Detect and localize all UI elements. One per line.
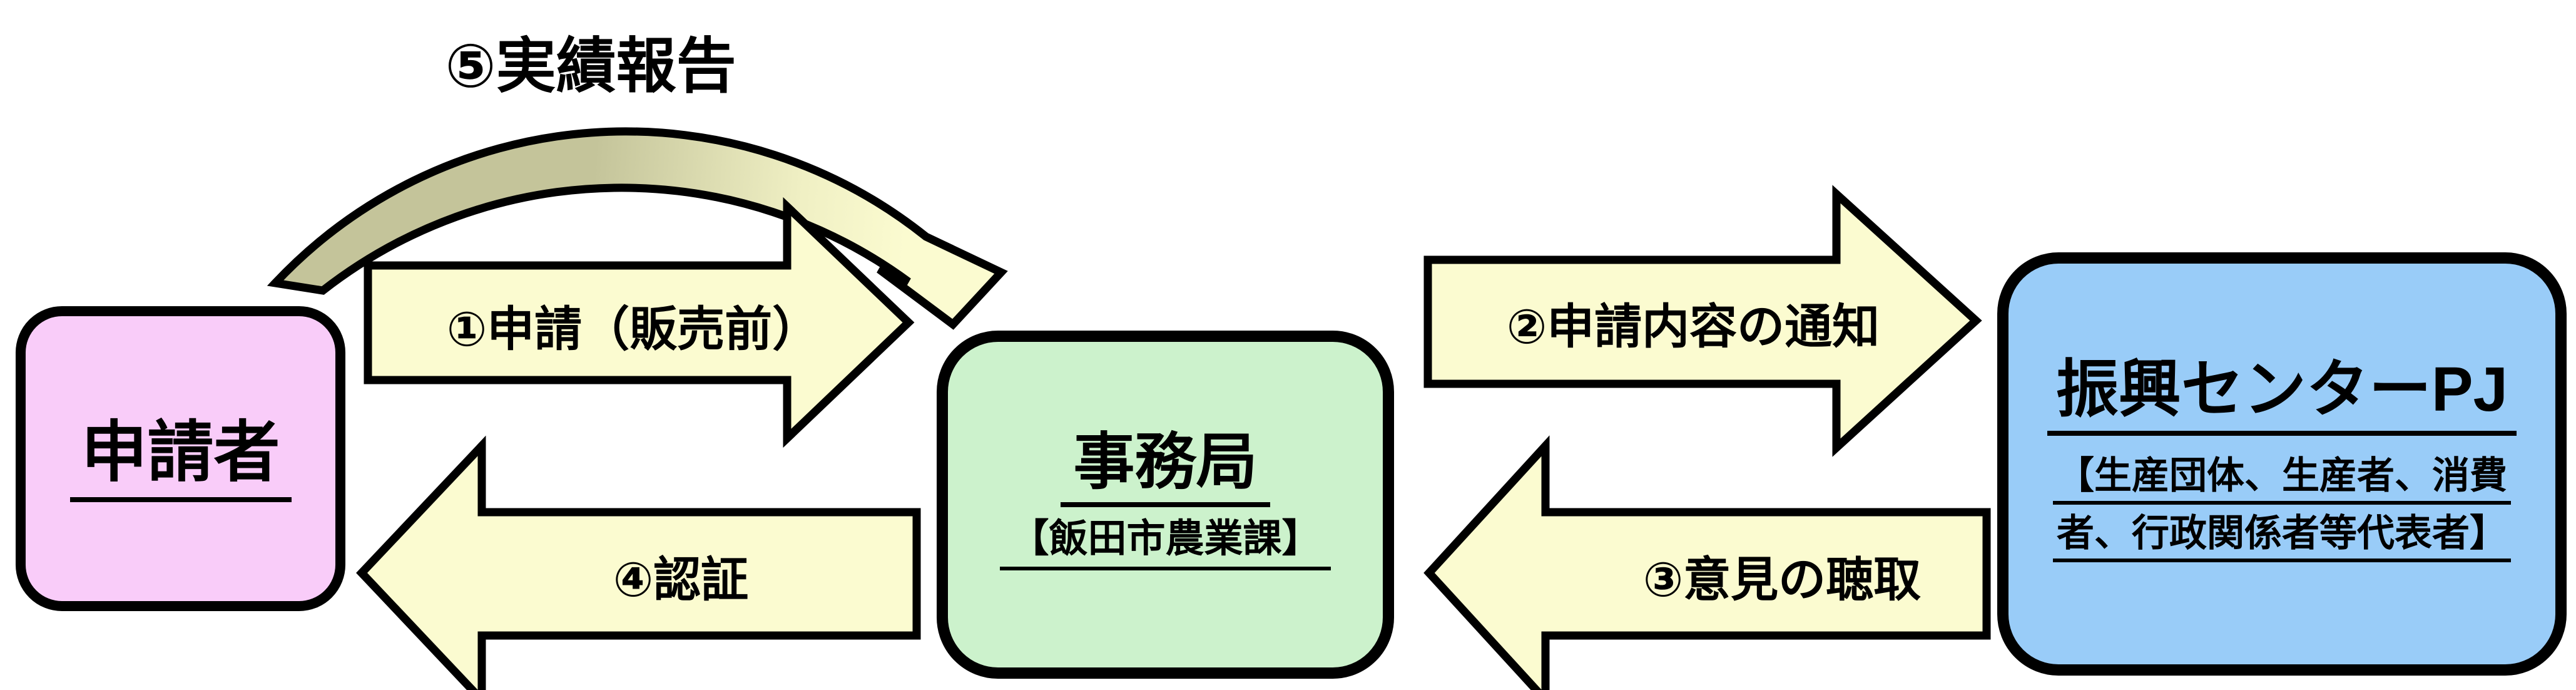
arrow-2-shape (1423, 185, 1982, 457)
node-secretariat-sublabel: 【飯田市農業課】 (1000, 516, 1331, 570)
node-promotion-center-sublabel-line1: 【生産団体、生産者、消費 (2052, 453, 2511, 505)
arrow-5-label: ⑤実績報告 (445, 33, 736, 100)
arrow-2-label: ②申請内容の通知 (1506, 301, 1880, 354)
arrow-1-label: ①申請（販売前） (446, 303, 820, 356)
node-promotion-center-text: 振興センターPJ 【生産団体、生産者、消費 者、行政関係者等代表者】 (2047, 354, 2517, 562)
node-applicant-label: 申請者 (69, 415, 292, 503)
node-secretariat-text: 事務局 【飯田市農業課】 (1000, 426, 1331, 570)
node-applicant: 申請者 (16, 306, 345, 611)
arc-arrow-5-shape (267, 127, 1008, 330)
arrow-4-shape (356, 435, 921, 690)
arrow-1-shape (364, 197, 915, 448)
arrow-3-label: ③意見の聴取 (1642, 554, 1922, 607)
node-promotion-center: 振興センターPJ 【生産団体、生産者、消費 者、行政関係者等代表者】 (1997, 252, 2567, 676)
arrow-3-shape (1423, 435, 1991, 690)
node-promotion-center-label: 振興センターPJ (2047, 354, 2517, 436)
node-promotion-center-sublabel-line2: 者、行政関係者等代表者】 (2052, 511, 2511, 562)
arrow-4-label: ④認証 (613, 554, 749, 607)
node-secretariat-label: 事務局 (1061, 426, 1270, 508)
node-secretariat: 事務局 【飯田市農業課】 (937, 331, 1394, 679)
